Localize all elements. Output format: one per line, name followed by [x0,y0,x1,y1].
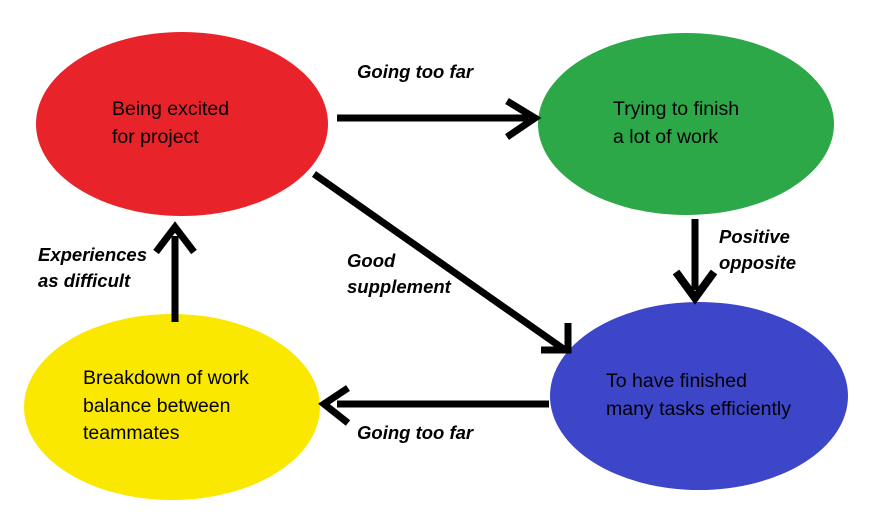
arrowhead-right [505,98,542,140]
arrowhead-down [672,269,718,305]
arrow-trying-to-finished [672,219,718,305]
node-ellipse-trying[interactable] [538,33,834,215]
arrow-excited-to-finished [311,171,572,354]
edge-label-finished-to-breakdown: Going too far [357,422,474,443]
arrow-finished-to-breakdown [318,385,549,426]
arrow-shaft [311,171,568,353]
arrowhead-up [153,221,197,255]
arrowhead-diagonal [541,323,572,354]
edge-label-trying-to-finished: Positive opposite [719,226,797,273]
edge-label-excited-to-finished: Good supplement [347,250,451,297]
edge-label-excited-to-trying: Going too far [357,61,474,82]
arrow-breakdown-to-excited [153,221,197,322]
edge-label-breakdown-to-excited: Experiences as difficult [38,244,148,291]
node-ellipse-finished[interactable] [550,302,848,490]
node-ellipse-breakdown[interactable] [24,314,320,500]
arrow-excited-to-trying [337,98,542,140]
arrowhead-left [318,385,351,426]
node-ellipse-excited[interactable] [36,32,328,216]
